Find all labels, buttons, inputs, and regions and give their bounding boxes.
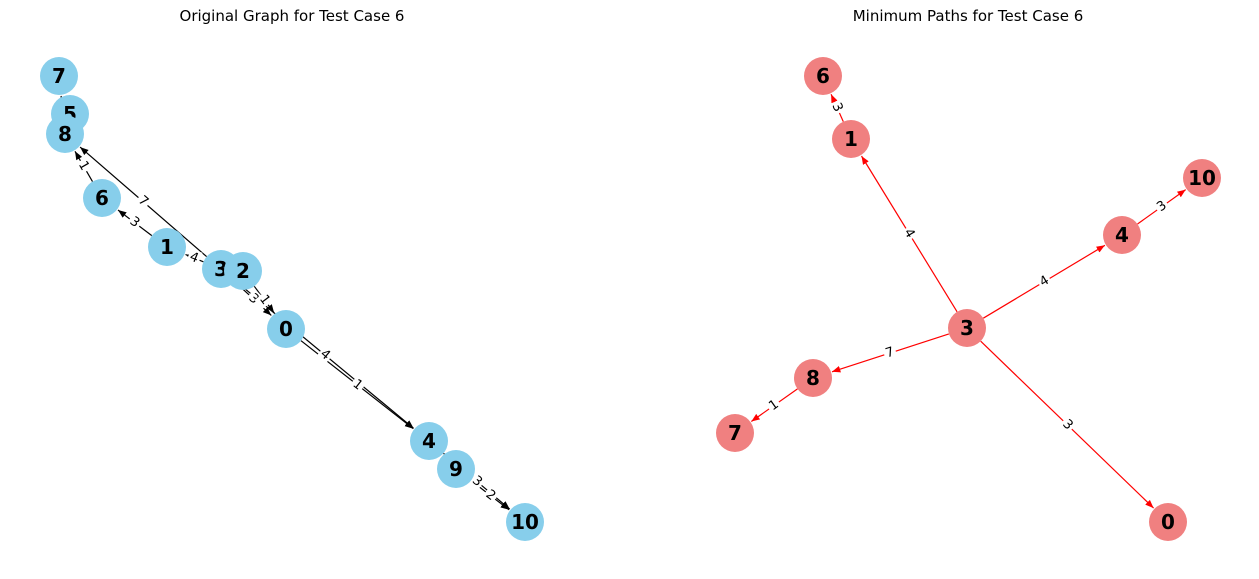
node-circle [224, 252, 262, 290]
node-label: 9 [449, 457, 463, 481]
edge-label-background [73, 156, 94, 176]
edge-label-background [899, 224, 919, 243]
edge-label-4-10: 3 [1152, 196, 1172, 217]
node-label: 1 [160, 235, 174, 259]
node-1: 1 [148, 228, 186, 266]
node-label: 3 [960, 316, 974, 340]
edge-label-background [1152, 196, 1172, 217]
node-7: 7 [716, 414, 754, 452]
node-circle [804, 57, 842, 95]
edge-label-3-8: 7 [133, 191, 153, 212]
edge-label-6-8: 1 [73, 156, 94, 176]
node-6: 6 [804, 57, 842, 95]
node-circle [267, 310, 305, 348]
node-circle [948, 309, 986, 347]
node-4: 4 [410, 422, 448, 460]
edge-label-background [315, 345, 335, 365]
node-circle [794, 359, 832, 397]
node-label: 2 [236, 259, 250, 283]
edge-label-background [467, 471, 487, 492]
node-6: 6 [83, 179, 121, 217]
node-label: 7 [52, 64, 66, 88]
edge-label-3-0: 3 [1057, 415, 1078, 435]
node-label: 7 [728, 421, 742, 445]
node-4: 4 [1103, 216, 1141, 254]
node-label: 6 [95, 186, 109, 210]
node-2: 2 [224, 252, 262, 290]
node-circle [83, 179, 121, 217]
node-label: 6 [816, 64, 830, 88]
node-label: 8 [58, 122, 72, 146]
node-circle [506, 503, 544, 541]
edge-label-background [133, 191, 153, 212]
node-label: 8 [806, 366, 820, 390]
edge-label-background [243, 289, 264, 309]
minimum-paths-panel: 3 4 3 4 7 1 3 6 1 10 4 3 8 7 0 [716, 57, 1221, 541]
node-circle [1149, 503, 1187, 541]
node-circle [716, 414, 754, 452]
node-0: 0 [1149, 503, 1187, 541]
node-label: 0 [1161, 510, 1175, 534]
node-label: 0 [279, 317, 293, 341]
node-label: 4 [422, 429, 436, 453]
node-8: 8 [46, 115, 84, 153]
node-1: 1 [832, 120, 870, 158]
edge-label-background [480, 485, 501, 506]
edge-label-background [881, 343, 899, 363]
node-0: 0 [267, 310, 305, 348]
original-graph-title: Original Graph for Test Case 6 [179, 7, 405, 25]
edge-label-background [185, 248, 203, 268]
edge-label-background [764, 395, 784, 416]
edge-label-background [827, 98, 847, 117]
node-label: 1 [844, 127, 858, 151]
node-label: 4 [1115, 223, 1129, 247]
node-9: 9 [437, 450, 475, 488]
edge-label-background [254, 290, 275, 310]
edge-label-3-1: 4 [185, 248, 203, 268]
node-circle [410, 422, 448, 460]
edge-label-2-0: 1 [254, 290, 275, 310]
node-10: 10 [506, 503, 544, 541]
node-circle [1183, 159, 1221, 197]
edge-label-9-10: 2 [480, 485, 501, 506]
edge-label-3-4: 4 [1035, 271, 1054, 292]
edge-label-8-7: 1 [764, 395, 784, 416]
edge-label-background [347, 375, 368, 395]
node-circle [832, 120, 870, 158]
node-label: 10 [511, 510, 539, 534]
node-circle [40, 57, 78, 95]
edge-label-background [1035, 271, 1054, 292]
edge-label-1-6: 3 [124, 212, 145, 233]
edge-label-0-4: 1 [347, 375, 368, 395]
node-8: 8 [794, 359, 832, 397]
node-circle [46, 115, 84, 153]
edge-label-3-8: 7 [881, 343, 899, 363]
node-circle [437, 450, 475, 488]
node-circle [1103, 216, 1141, 254]
node-7: 7 [40, 57, 78, 95]
node-label: 10 [1188, 166, 1216, 190]
node-3: 3 [948, 309, 986, 347]
node-circle [148, 228, 186, 266]
edge-label-background [124, 212, 145, 233]
node-10: 10 [1183, 159, 1221, 197]
edge-label-1-6: 3 [827, 98, 847, 117]
edge-label-3-1: 4 [899, 224, 919, 243]
edge-label-background [1057, 415, 1078, 435]
minimum-paths-title: Minimum Paths for Test Case 6 [852, 7, 1084, 25]
edge-label-3-4: 4 [315, 345, 335, 365]
